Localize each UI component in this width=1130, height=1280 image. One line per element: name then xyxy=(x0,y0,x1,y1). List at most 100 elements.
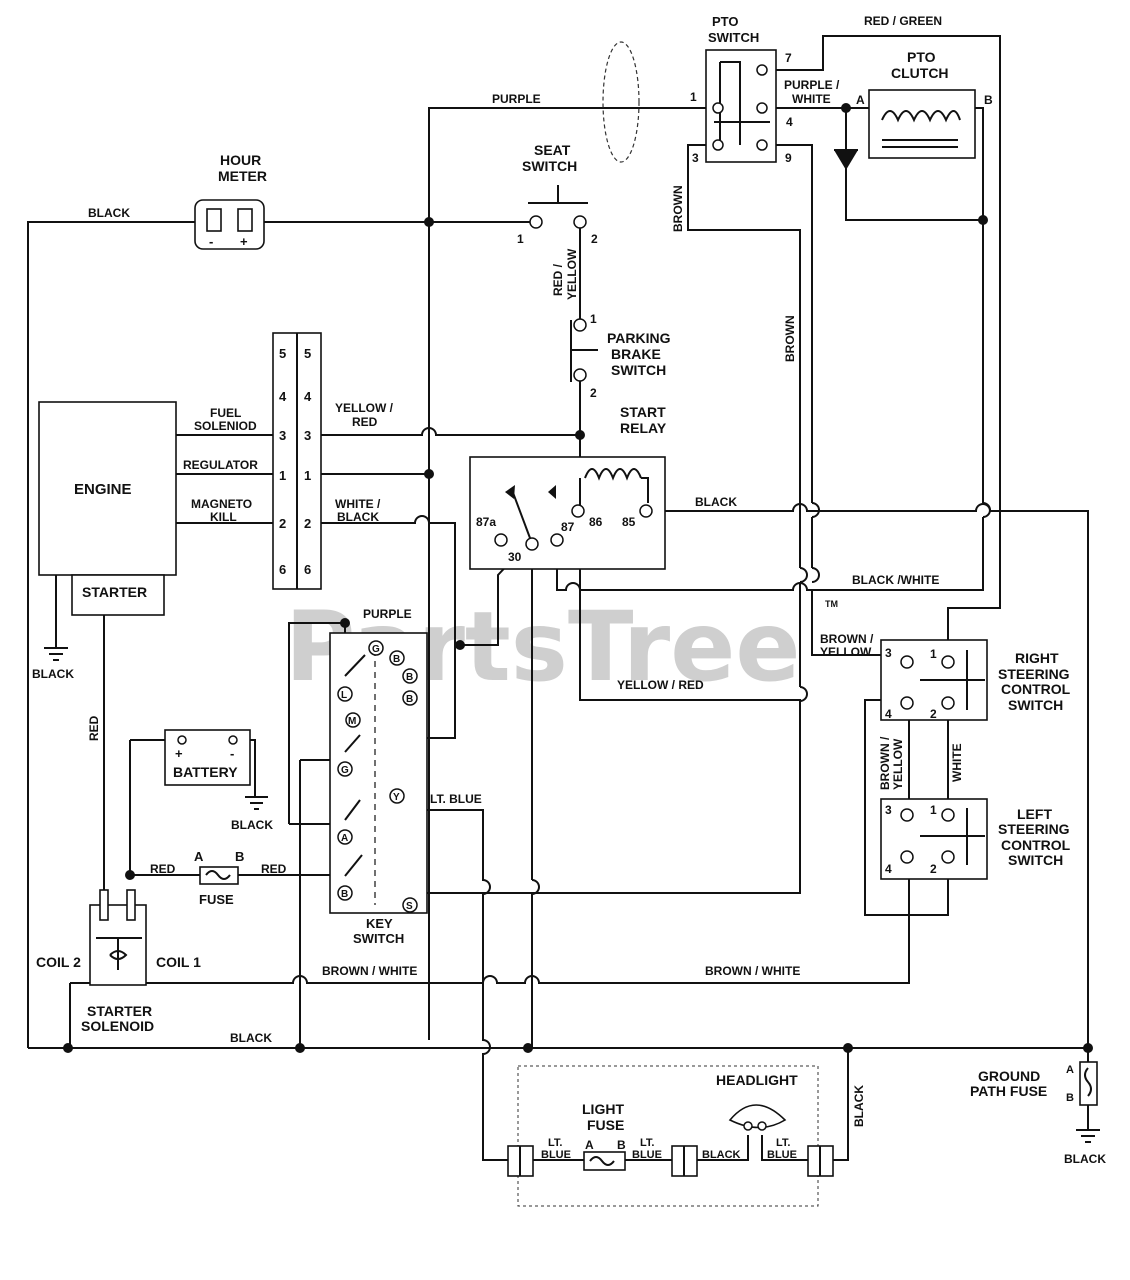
svg-text:3: 3 xyxy=(885,803,892,817)
svg-text:SWITCH: SWITCH xyxy=(1008,852,1063,868)
svg-text:LT. BLUE: LT. BLUE xyxy=(430,792,482,806)
steering-pin-numbers: 1 2 3 4 1 2 3 4 xyxy=(885,646,937,876)
svg-text:LEFT: LEFT xyxy=(1017,806,1052,822)
light-fuse-a: A xyxy=(585,1138,594,1152)
brake-label-1: PARKING xyxy=(607,330,671,346)
left-steering-switch xyxy=(880,798,988,880)
hour-meter xyxy=(194,199,265,250)
svg-text:87: 87 xyxy=(561,520,575,534)
svg-text:G: G xyxy=(341,765,349,776)
svg-text:BROWN: BROWN xyxy=(783,315,797,362)
svg-text:STEERING: STEERING xyxy=(998,821,1070,837)
key-switch-label-1: KEY xyxy=(366,916,393,931)
svg-text:SWITCH: SWITCH xyxy=(1008,697,1063,713)
hour-meter-label-2: METER xyxy=(218,168,267,184)
headlight xyxy=(728,1104,787,1131)
wires xyxy=(27,35,1089,1161)
pto-pin-numbers: 7 1 4 3 9 xyxy=(690,51,793,165)
svg-text:L: L xyxy=(341,690,347,701)
svg-text:BLACK: BLACK xyxy=(1064,1152,1106,1166)
brake-label-3: SWITCH xyxy=(611,362,666,378)
svg-text:B: B xyxy=(406,694,413,705)
svg-text:BROWN: BROWN xyxy=(671,185,685,232)
pto-clutch-label-2: CLUTCH xyxy=(891,65,949,81)
seat-switch-label-1: SEAT xyxy=(534,142,571,158)
svg-text:RIGHT: RIGHT xyxy=(1015,650,1059,666)
svg-text:BLUE: BLUE xyxy=(767,1149,797,1161)
right-steering-switch xyxy=(880,639,988,721)
svg-text:YELLOW: YELLOW xyxy=(891,738,905,790)
svg-text:4: 4 xyxy=(885,707,892,721)
light-fuse-label-2: FUSE xyxy=(587,1117,624,1133)
clutch-b: B xyxy=(984,93,993,107)
starter-solenoid xyxy=(89,889,147,986)
start-relay-label-2: RELAY xyxy=(620,420,667,436)
headlight-label: HEADLIGHT xyxy=(716,1072,798,1088)
svg-text:BROWN / WHITE: BROWN / WHITE xyxy=(322,964,417,978)
svg-text:87a: 87a xyxy=(476,515,496,529)
seat-pin-2: 2 xyxy=(591,232,598,246)
svg-text:RED: RED xyxy=(261,862,287,876)
magneto-label-1: MAGNETO xyxy=(191,497,252,511)
gpf-b: B xyxy=(1066,1092,1074,1104)
gpf-label-1: GROUND xyxy=(978,1068,1040,1084)
svg-text:RED /: RED / xyxy=(551,263,565,296)
svg-text:BLUE: BLUE xyxy=(541,1149,571,1161)
battery-label: BATTERY xyxy=(173,764,238,780)
svg-text:LT.: LT. xyxy=(776,1137,790,1149)
svg-text:YELLOW / RED: YELLOW / RED xyxy=(617,678,704,692)
svg-text:WHITE: WHITE xyxy=(792,92,831,106)
headlight-assembly-outline xyxy=(517,1065,819,1207)
svg-text:CONTROL: CONTROL xyxy=(1001,681,1071,697)
brake-pin-2: 2 xyxy=(590,386,597,400)
light-fuse-label-1: LIGHT xyxy=(582,1101,624,1117)
parking-brake-switch xyxy=(570,318,598,382)
svg-text:RED: RED xyxy=(150,862,176,876)
ground-path-fuse xyxy=(1079,1061,1098,1106)
svg-text:5: 5 xyxy=(279,346,286,361)
fuse-a: A xyxy=(194,849,204,864)
hour-meter-minus: - xyxy=(209,234,213,249)
svg-text:YELLOW: YELLOW xyxy=(820,645,872,659)
svg-text:YELLOW: YELLOW xyxy=(565,248,579,300)
svg-text:BLACK /WHITE: BLACK /WHITE xyxy=(852,573,939,587)
svg-text:S: S xyxy=(406,901,413,912)
key-switch-label-2: SWITCH xyxy=(353,931,404,946)
svg-text:BROWN /: BROWN / xyxy=(820,632,874,646)
svg-text:G: G xyxy=(372,644,380,655)
key-switch xyxy=(329,632,428,914)
ellipse-marker xyxy=(602,41,640,163)
svg-text:5: 5 xyxy=(304,346,311,361)
svg-text:STEERING: STEERING xyxy=(998,666,1070,682)
svg-text:2: 2 xyxy=(930,862,937,876)
svg-text:PURPLE: PURPLE xyxy=(492,92,541,106)
svg-text:3: 3 xyxy=(885,646,892,660)
svg-text:RED: RED xyxy=(87,715,101,741)
ground-symbols xyxy=(44,647,1100,1143)
right-steering-label: RIGHT STEERING CONTROL SWITCH xyxy=(998,650,1071,713)
svg-text:WHITE: WHITE xyxy=(950,743,964,782)
svg-text:4: 4 xyxy=(304,389,312,404)
fuel-label-1: FUEL xyxy=(210,406,241,420)
svg-text:BLACK: BLACK xyxy=(32,667,74,681)
hour-meter-label-1: HOUR xyxy=(220,152,261,168)
svg-text:7: 7 xyxy=(785,51,792,65)
svg-text:B: B xyxy=(341,889,348,900)
junction-dots xyxy=(63,103,1093,1053)
relay-pin-labels: 87a 30 87 86 85 xyxy=(476,515,636,564)
fuse xyxy=(199,866,239,885)
svg-text:BLUE: BLUE xyxy=(632,1149,662,1161)
svg-text:2: 2 xyxy=(930,707,937,721)
pto-clutch-label-1: PTO xyxy=(907,49,936,65)
pto-switch-label-2: SWITCH xyxy=(708,30,759,45)
seat-pin-1: 1 xyxy=(517,232,524,246)
svg-text:B: B xyxy=(406,672,413,683)
svg-text:3: 3 xyxy=(692,151,699,165)
svg-text:9: 9 xyxy=(785,151,792,165)
battery-plus: + xyxy=(175,746,183,761)
svg-text:2: 2 xyxy=(279,516,286,531)
svg-text:BLACK: BLACK xyxy=(702,1149,741,1161)
wire-labels: RED / GREEN PURPLE PURPLE / WHITE BLACK … xyxy=(32,14,1106,1166)
battery-minus: - xyxy=(230,746,234,761)
svg-text:86: 86 xyxy=(589,515,603,529)
